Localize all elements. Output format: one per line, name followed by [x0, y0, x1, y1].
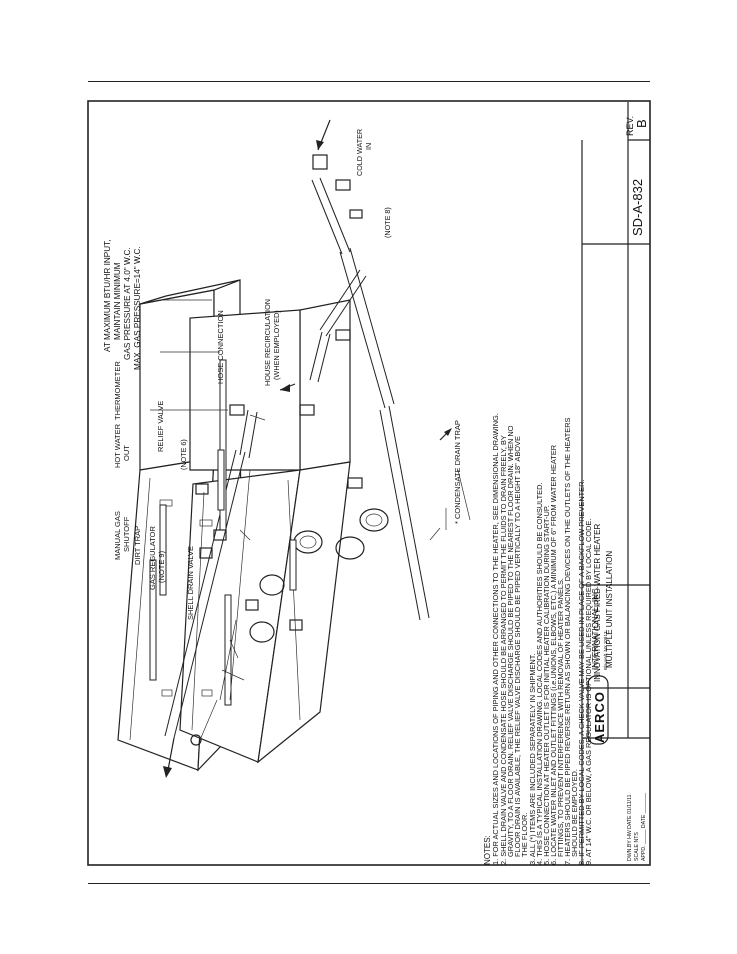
label-gas-input-3: GAS PRESSURE AT 4.0" W.C.	[123, 247, 132, 360]
label-gas-input-2: MAINTAIN MINIMUM	[113, 262, 122, 340]
label-hot-water-out-1: HOT WATER	[113, 423, 122, 468]
company-name: INTERNATIONAL, INC.	[591, 586, 600, 670]
label-gas-input-4: MAX. GAS PRESSURE=14" W.C.	[133, 246, 142, 370]
label-thermometer-text: THERMOMETER	[113, 361, 122, 420]
label-condensate-drain-trap: * CONDENSATE DRAIN TRAP	[453, 420, 462, 524]
note-line: 6. LOCATE WATER INLET AND OUTLET FITTING…	[549, 445, 558, 865]
label-relief-valve: RELIEF VALVE	[156, 401, 165, 452]
note-line: FLOOR DRAIN IS AVAILABLE, THE RELIEF VAL…	[513, 436, 522, 857]
riser-pipes	[149, 359, 297, 706]
note-line: 9. AT 14" W.C. OR BELOW, A GAS REGULATOR…	[584, 519, 593, 865]
drawing-title-line2: MULTIPLE UNIT INSTALLATION	[605, 551, 614, 668]
notes-block: NOTES:1. FOR ACTUAL SIZES AND LOCATIONS …	[483, 413, 593, 865]
bottom-rule	[88, 883, 650, 884]
note-line: SHOULD BE EMPLOYED.	[570, 769, 579, 857]
note-line: 8. IF PERMITTED BY LOCAL CODES, A CHECK …	[577, 479, 586, 865]
note-line: FITTINGS, TO PREVENT INTERFERENCE WITH R…	[556, 578, 565, 857]
note-line: 5. HOSE CONNECTION AT HEATER OUTLET IS F…	[542, 505, 551, 865]
label-gas-input-1: AT MAXIMUM BTU/HR INPUT,	[103, 239, 112, 352]
label-cold-water-2: IN	[364, 143, 373, 150]
drawing-title-line1: INNOVATION GAS FIRED WATER HEATER	[593, 524, 602, 682]
top-rule	[88, 81, 650, 82]
leader-lines	[150, 299, 471, 741]
label-shell-drain-valve: SHELL DRAIN VALVE	[186, 546, 195, 620]
note-line: 2. SHELL DRAIN VALVE AND CONDENSATE HOSE…	[499, 435, 508, 865]
label-cold-water-1: COLD WATER	[355, 129, 364, 176]
component-labels: AT MAXIMUM BTU/HR INPUT, MAINTAIN MINIMU…	[103, 239, 142, 468]
heater-unit-right	[179, 299, 351, 764]
drawn-by: DWN.BY HW DATE 01/11/11	[627, 794, 633, 861]
label-note-6: (NOTE 6)	[179, 439, 188, 470]
note-line: 3. ALL (*) ITEMS ARE INCLUDED SEPARATELY…	[528, 653, 537, 865]
note-line: 7. HEATERS SHOULD BE PIPED REVERSE RETUR…	[563, 417, 572, 865]
recirculation-branch	[309, 269, 367, 383]
label-manual-gas-shutoff-1: MANUAL GAS	[113, 511, 122, 560]
label-house-recirc-1: HOUSE RECIRCULATION	[263, 299, 272, 386]
burner-parts	[249, 508, 389, 643]
approved: APPD. _____ DATE _______	[641, 793, 647, 861]
label-hose-connection: HOSE CONNECTION	[216, 310, 225, 384]
label-house-recirc-2: (WHEN EMPLOYED)	[272, 310, 281, 380]
logo-text: AERCO	[592, 691, 607, 743]
company-address: Blauvelt, NY 10913	[603, 631, 608, 670]
rev-label: REV.	[625, 116, 635, 136]
drawing-number: SD-A-832	[630, 179, 645, 236]
scale: SCALE NTS	[634, 832, 640, 861]
notes-heading: NOTES:	[483, 835, 492, 865]
label-hot-water-out-2: OUT	[122, 445, 131, 461]
note-line: 1. FOR ACTUAL SIZES AND LOCATIONS OF PIP…	[491, 413, 500, 865]
note-line: 4. THIS IS A TYPICAL INSTALLATION DRAWIN…	[535, 483, 544, 865]
label-note-8: (NOTE 8)	[383, 207, 392, 238]
title-block: REV. B SD-A-832 AERCO INTERNATIONAL, INC…	[581, 102, 650, 864]
flow-arrows	[163, 119, 452, 778]
label-gas-regulator-2: (NOTE 9)	[157, 550, 166, 583]
aerco-logo	[587, 675, 609, 745]
note-line: THE FLOOR.	[520, 813, 529, 857]
valves-and-fittings	[190, 154, 363, 746]
label-gas-regulator-1: GAS REGULATOR	[148, 526, 157, 590]
label-manual-gas-shutoff-2: SHUTOFF	[122, 516, 131, 552]
label-dirt-trap: DIRT TRAP	[133, 526, 142, 565]
rev-value: B	[634, 119, 649, 128]
note-line: GRAVITY, TO A FLOOR DRAIN. RELIEF VALVE …	[506, 425, 515, 857]
drawing-frame	[87, 100, 651, 866]
